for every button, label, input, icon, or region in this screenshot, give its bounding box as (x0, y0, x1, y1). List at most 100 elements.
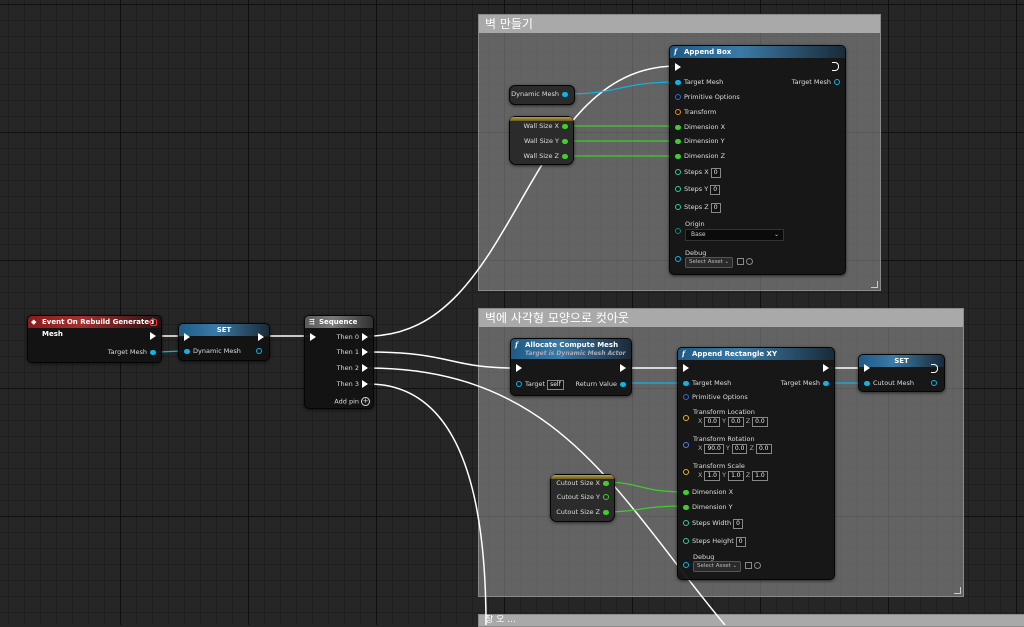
set-exec-out[interactable] (928, 364, 941, 374)
location-y-input[interactable]: 0.0 (728, 417, 744, 427)
append-rect-out-target-mesh[interactable]: Target Mesh (781, 379, 832, 388)
origin-dropdown[interactable]: Base ⌄ (685, 229, 784, 241)
rotation-z-input[interactable]: 0.0 (755, 444, 772, 454)
append-box-pin-debug[interactable] (672, 255, 684, 264)
rotation-x-input[interactable]: 90.0 (704, 444, 724, 454)
sequence-pin-then-3[interactable]: Then 3 (337, 380, 371, 389)
append-box-debug-asset[interactable]: Select Asset ⌄ (685, 257, 754, 268)
steps-z-input[interactable]: 0 (710, 203, 721, 213)
allocate-compute-mesh-node[interactable]: f Allocate Compute Mesh Target is Dynami… (510, 338, 632, 396)
sequence-add-pin-button[interactable]: Add pin+ (334, 397, 370, 407)
browse-icon[interactable] (745, 561, 753, 569)
append-rect-pin-primitive-options[interactable]: Primitive Options (680, 393, 748, 402)
var-dynamic-mesh-pin[interactable]: Dynamic Mesh (511, 90, 571, 99)
set-exec-in[interactable] (861, 364, 873, 373)
browse-icon[interactable] (737, 257, 745, 265)
append-rect-pin-location[interactable] (680, 414, 692, 423)
var-wall-size-y[interactable]: Wall Size Y (524, 137, 571, 146)
append-rect-exec-out[interactable] (820, 364, 832, 373)
sequence-node[interactable]: ⇶ Sequence Then 0 Then 1 Then 2 Then 3 A… (304, 315, 374, 409)
append-rect-pin-dimension-y[interactable]: Dimension Y (680, 503, 733, 512)
pin-label: Steps X (684, 168, 709, 176)
var-wall-size-x[interactable]: Wall Size X (523, 122, 571, 131)
event-exec-out[interactable] (147, 332, 159, 341)
append-box-pin-dimension-y[interactable]: Dimension Y (672, 137, 725, 146)
event-node[interactable]: ◆ Event On Rebuild Generated Mesh Target… (27, 315, 162, 363)
event-pin-target-mesh[interactable]: Target Mesh (108, 348, 159, 357)
allocate-header[interactable]: f Allocate Compute Mesh Target is Dynami… (511, 339, 631, 359)
sequence-node-header[interactable]: ⇶ Sequence (305, 316, 373, 328)
append-box-pin-dimension-z[interactable]: Dimension Z (672, 152, 725, 161)
allocate-exec-out[interactable] (617, 364, 629, 373)
steps-width-input[interactable]: 0 (733, 519, 743, 529)
select-asset-dropdown[interactable]: Select Asset ⌄ (685, 257, 734, 268)
set-pin-out[interactable] (253, 347, 265, 356)
set-exec-out[interactable] (255, 333, 267, 342)
scale-z-input[interactable]: 1.0 (752, 471, 768, 481)
append-rect-pin-dimension-x[interactable]: Dimension X (680, 488, 733, 497)
set-pin-cutout-mesh[interactable]: Cutout Mesh (861, 379, 914, 388)
append-box-pin-transform[interactable]: Transform (672, 108, 716, 117)
append-rect-pin-scale[interactable] (680, 468, 692, 477)
append-box-exec-in[interactable] (672, 63, 684, 72)
select-asset-dropdown[interactable]: Select Asset ⌄ (693, 561, 742, 572)
steps-x-input[interactable]: 0 (710, 168, 721, 178)
allocate-exec-in[interactable] (513, 364, 525, 373)
append-rect-header[interactable]: f Append Rectangle XY (678, 348, 834, 360)
append-box-pin-dimension-x[interactable]: Dimension X (672, 123, 725, 132)
append-box-exec-out[interactable] (829, 62, 842, 72)
pin-label: Steps Z (684, 203, 709, 211)
set-pin-out[interactable] (928, 379, 940, 388)
sequence-pin-then-1[interactable]: Then 1 (337, 348, 371, 357)
target-self-input[interactable]: self (547, 380, 564, 390)
var-cutout-size-x[interactable]: Cutout Size X (556, 479, 612, 488)
steps-y-input[interactable]: 0 (710, 185, 721, 195)
append-box-pin-primitive-options[interactable]: Primitive Options (672, 93, 740, 102)
var-cutout-size-z[interactable]: Cutout Size Z (556, 508, 612, 517)
append-box-pin-target-mesh[interactable]: Target Mesh (672, 78, 723, 87)
append-box-node[interactable]: f Append Box Target Mesh Target Mesh Pri… (669, 45, 846, 275)
sequence-pin-then-0[interactable]: Then 0 (337, 333, 371, 342)
append-rect-exec-in[interactable] (680, 364, 692, 373)
var-wall-size-z[interactable]: Wall Size Z (523, 152, 571, 161)
location-z-input[interactable]: 0.0 (752, 417, 768, 427)
search-icon[interactable] (746, 257, 754, 265)
delegate-pin-icon[interactable] (150, 319, 157, 326)
search-icon[interactable] (754, 561, 762, 569)
set-exec-in[interactable] (181, 333, 193, 342)
sequence-pin-then-2[interactable]: Then 2 (337, 364, 371, 373)
location-x-input[interactable]: 0.0 (704, 417, 720, 427)
var-dynamic-mesh[interactable]: Dynamic Mesh (509, 85, 575, 105)
set-node-cutout-mesh[interactable]: SET Cutout Mesh (858, 354, 945, 392)
resize-handle[interactable] (954, 587, 961, 594)
set-node-dynamic-mesh[interactable]: SET Dynamic Mesh (178, 323, 270, 361)
steps-height-input[interactable]: 0 (735, 537, 746, 547)
scale-x-input[interactable]: 1.0 (704, 471, 720, 481)
rotation-y-input[interactable]: 0.0 (731, 444, 748, 454)
set-node-header[interactable]: SET (859, 355, 944, 367)
append-box-pin-origin[interactable] (672, 227, 684, 236)
set-pin-dynamic-mesh[interactable]: Dynamic Mesh (181, 347, 241, 356)
append-box-header[interactable]: f Append Box (670, 46, 845, 58)
event-node-header[interactable]: ◆ Event On Rebuild Generated Mesh (28, 316, 161, 338)
resize-handle[interactable] (871, 281, 878, 288)
append-box-out-target-mesh[interactable]: Target Mesh (792, 78, 843, 87)
append-rect-pin-rotation[interactable] (680, 441, 692, 450)
var-cutout-size-group[interactable]: Cutout Size X Cutout Size Y Cutout Size … (550, 474, 615, 522)
set-node-header[interactable]: SET (179, 324, 269, 336)
scale-y-input[interactable]: 1.0 (728, 471, 744, 481)
allocate-out-return-value[interactable]: Return Value (576, 380, 630, 389)
sequence-exec-in[interactable] (307, 333, 319, 342)
append-rect-debug-asset[interactable]: Select Asset ⌄ (693, 561, 762, 572)
append-rect-pin-target-mesh[interactable]: Target Mesh (680, 379, 731, 388)
append-rect-pin-debug[interactable] (680, 561, 692, 570)
var-wall-size-group[interactable]: Wall Size X Wall Size Y Wall Size Z (509, 116, 574, 165)
var-cutout-size-y[interactable]: Cutout Size Y (557, 493, 612, 502)
append-rectangle-node[interactable]: f Append Rectangle XY Target Mesh Target… (677, 347, 835, 580)
